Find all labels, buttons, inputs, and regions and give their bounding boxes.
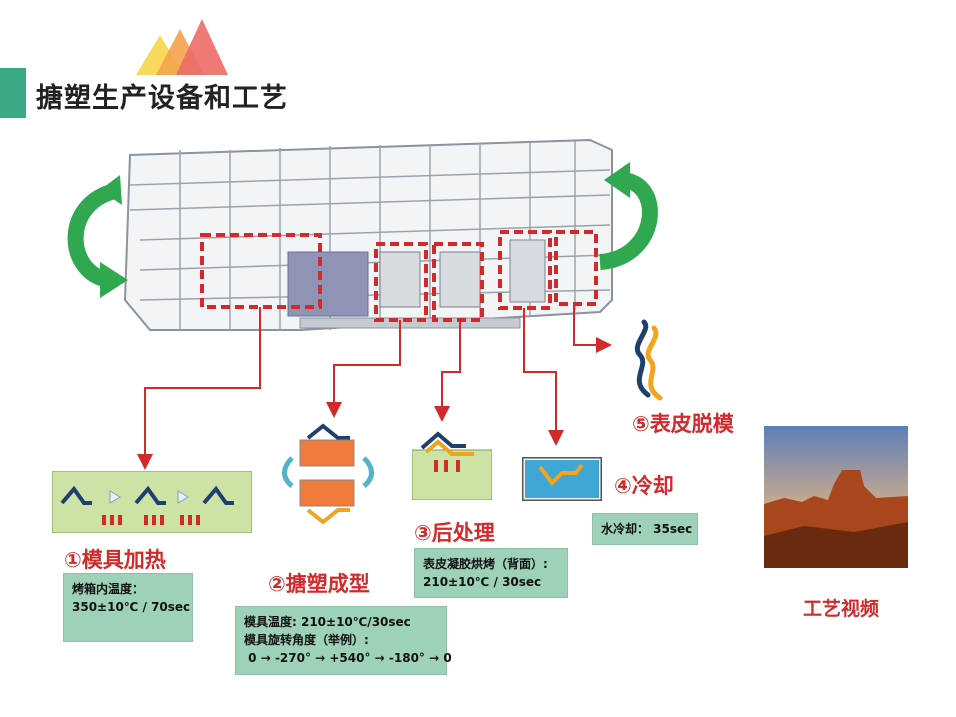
logo-triangles xyxy=(136,19,228,75)
cooling-illustration xyxy=(522,457,602,501)
station-box-slush xyxy=(374,242,428,322)
post-process-illustration xyxy=(412,431,492,500)
leader-post xyxy=(434,320,461,422)
station-box-post xyxy=(432,242,484,322)
slush-molding-illustration xyxy=(282,423,374,525)
step2-title: ②搪塑成型 xyxy=(268,572,370,596)
station-box-demold xyxy=(554,230,598,306)
step2-info: 模具温度: 210±10℃/30sec 模具旋转角度（举例）: 0 → -270… xyxy=(235,606,452,675)
leader-slush xyxy=(326,320,401,418)
left-curved-arrow xyxy=(67,182,122,288)
station-box-cool xyxy=(498,230,552,310)
leader-demold xyxy=(573,304,612,353)
process-video-thumbnail[interactable] xyxy=(764,426,908,568)
process-video-label[interactable]: 工艺视频 xyxy=(803,598,880,620)
station-box-heating xyxy=(200,233,322,309)
step3-info: 表皮凝胶烘烤（背面）: 210±10℃ / 30sec xyxy=(414,548,568,598)
step4-title: ④冷却 xyxy=(614,474,674,498)
leader-cool xyxy=(523,308,564,446)
step4-info: 水冷却： 35sec xyxy=(592,513,698,545)
step1-info: 烤箱内温度： 350±10℃ / 70sec xyxy=(63,573,193,642)
step5-title: ⑤表皮脱模 xyxy=(632,412,734,436)
step1-title: ①模具加热 xyxy=(64,548,166,572)
equipment-frame xyxy=(123,138,613,331)
demold-skin-profile xyxy=(635,319,663,401)
page-title: 搪塑生产设备和工艺 xyxy=(36,83,288,114)
right-curved-arrow xyxy=(598,172,658,270)
title-accent-bar xyxy=(0,68,26,118)
leader-heating xyxy=(137,307,261,470)
step3-title: ③后处理 xyxy=(414,521,495,545)
heating-illustration xyxy=(52,471,252,533)
